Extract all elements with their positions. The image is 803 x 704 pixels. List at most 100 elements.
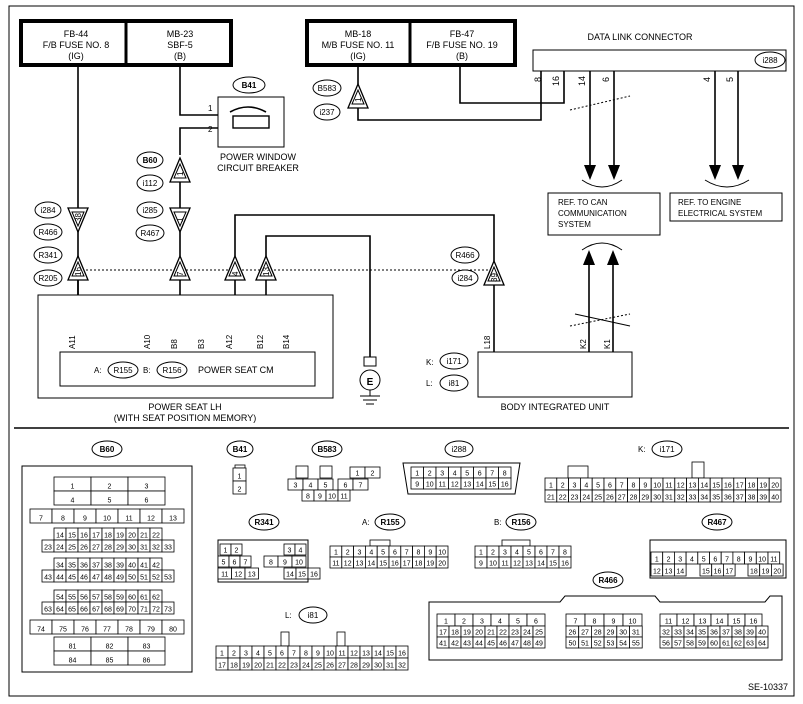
r466-a3-pin: 49 — [535, 641, 543, 648]
i288-r2-pin: 12 — [451, 482, 459, 489]
r155-r2-pin: 19 — [426, 561, 434, 568]
r466-a3-pin: 47 — [511, 641, 519, 648]
fuse-mb23-mode: (B) — [174, 51, 186, 61]
i81-r1-pin: 12 — [350, 651, 358, 658]
dlc-pin-6: 6 — [601, 77, 611, 82]
tag-i285-oval — [136, 201, 164, 219]
r467-r2a-pin: 14 — [676, 569, 684, 576]
b60-r1-pin: 1 — [71, 484, 75, 491]
i171-r2-pin: 34 — [700, 495, 708, 502]
r341-r2a-pin: 5 — [222, 560, 226, 567]
tag-i284-oval — [34, 201, 62, 219]
svg-text:E: E — [367, 377, 374, 388]
breaker-pin1: 1 — [208, 104, 213, 113]
wire-r341-13-ground — [265, 235, 371, 357]
r466-c1-pin: 13 — [699, 619, 707, 626]
conn-r341-13: 13 — [255, 254, 277, 281]
i288-r2-pin: 9 — [415, 482, 419, 489]
b60-r9-pin: 70 — [128, 607, 136, 614]
ref-engine-box[interactable] — [669, 192, 783, 222]
r156-r2-pin: 15 — [549, 561, 557, 568]
fuse-fb44-name: F/B FUSE NO. 8 — [43, 40, 110, 50]
cv-i171-text: i171 — [659, 445, 675, 454]
i171-r1-pin: 8 — [632, 483, 636, 490]
i171-r2-pin: 37 — [736, 495, 744, 502]
b583-r2b-pin: 6 — [344, 483, 348, 490]
r156-r1-pin: 5 — [527, 550, 531, 557]
i171-r1-pin: 14 — [700, 483, 708, 490]
b583-r1-pin: 2 — [371, 471, 375, 478]
i171-r2-pin: 22 — [559, 495, 567, 502]
b583-r3-pin: 8 — [306, 494, 310, 501]
r466-b3-pin: 53 — [607, 641, 615, 648]
i171-r1-pin: 11 — [665, 483, 672, 490]
wire-tag-group: B583i237B60i112i285R467i284R466R341R205R… — [33, 79, 480, 287]
b60-r12-pin: 85 — [106, 658, 114, 665]
svg-text:1: 1 — [176, 217, 185, 222]
i171-r2-pin: 36 — [724, 495, 732, 502]
i81-r2-pin: 23 — [290, 663, 298, 670]
r155-r2-pin: 15 — [379, 561, 387, 568]
i171-r1-pin: 16 — [724, 483, 732, 490]
dlc-label: DATA LINK CONNECTOR — [587, 32, 693, 42]
cv-i288-text: i288 — [451, 445, 467, 454]
r156-r2-pin: 14 — [537, 561, 545, 568]
b60-r6-pin: 34 — [56, 563, 64, 570]
b60-r10-pin: 79 — [147, 627, 155, 634]
b60-r7-pin: 50 — [128, 575, 136, 582]
seat-a-tag: R155 — [113, 366, 133, 375]
r467-r1-pin: 10 — [758, 557, 766, 564]
cv-i81-oval — [298, 606, 328, 624]
i288-r2-pin: 13 — [463, 482, 471, 489]
tag-i112-oval — [136, 174, 164, 192]
r156-r1-pin: 8 — [563, 550, 567, 557]
fuse-fb47-name: F/B FUSE NO. 19 — [426, 40, 498, 50]
b60-r8-pin: 60 — [128, 595, 136, 602]
r155-r1-pin: 8 — [417, 550, 421, 557]
outer-frame — [8, 5, 795, 697]
i81-r1-pin: 7 — [292, 651, 296, 658]
r467-r2b-pin: 16 — [714, 569, 722, 576]
b60-r11-pin: 82 — [106, 644, 114, 651]
r341-r1b-pin: 3 — [288, 548, 292, 555]
seat-pin-a10: A10 — [143, 334, 152, 349]
fuse-fb47-mode: (B) — [456, 51, 468, 61]
r466-a1-pin: 4 — [498, 619, 502, 626]
dlc-tag — [754, 51, 786, 69]
b60-r5-pin: 26 — [80, 545, 88, 552]
b60-r8-pin: 57 — [92, 595, 100, 602]
r467-r1-pin: 1 — [655, 557, 659, 564]
i171-r2-pin: 38 — [748, 495, 756, 502]
r341-r3a-pin: 13 — [248, 572, 256, 579]
b60-r9-pin: 69 — [116, 607, 124, 614]
b583-r2b-cell — [352, 478, 369, 491]
ref-can-line1: REF. TO CAN — [558, 198, 608, 207]
r466-b3-pin: 52 — [594, 641, 602, 648]
r341-r3a-cell — [244, 567, 259, 580]
r467-r2b-pin: 15 — [702, 569, 710, 576]
b60-r2-pin: 4 — [71, 498, 75, 505]
tag-i284b-text: i284 — [457, 274, 473, 283]
r466-c2-pin: 32 — [662, 630, 670, 637]
r467-r1-pin: 11 — [770, 557, 777, 564]
r156-r1-pin: 2 — [491, 550, 495, 557]
i288-r2-pin: 11 — [439, 482, 446, 489]
r341-r2b-cell — [291, 555, 307, 568]
r156-r2-pin: 10 — [489, 561, 497, 568]
i171-r2-pin: 26 — [606, 495, 614, 502]
b60-r1-pin: 2 — [108, 484, 112, 491]
dlc-pin-5: 5 — [725, 77, 735, 82]
i81-r2-pin: 31 — [386, 663, 394, 670]
i81-r2-pin: 26 — [326, 663, 334, 670]
cv-r156-oval — [505, 513, 537, 531]
fuse-mb18-name: M/B FUSE NO. 11 — [322, 40, 395, 50]
ref-engine-line1: REF. TO ENGINE — [678, 198, 741, 207]
r156-r1-pin: 7 — [551, 550, 555, 557]
i81-r1-pin: 15 — [386, 651, 394, 658]
conn-r341-7: 7 — [169, 254, 191, 281]
r466-a3-pin: 45 — [487, 641, 495, 648]
r466-c2-pin: 36 — [710, 630, 718, 637]
r466-c3-cell — [755, 636, 769, 649]
ref-can-box[interactable] — [547, 192, 661, 236]
r466-c2-pin: 34 — [686, 630, 694, 637]
